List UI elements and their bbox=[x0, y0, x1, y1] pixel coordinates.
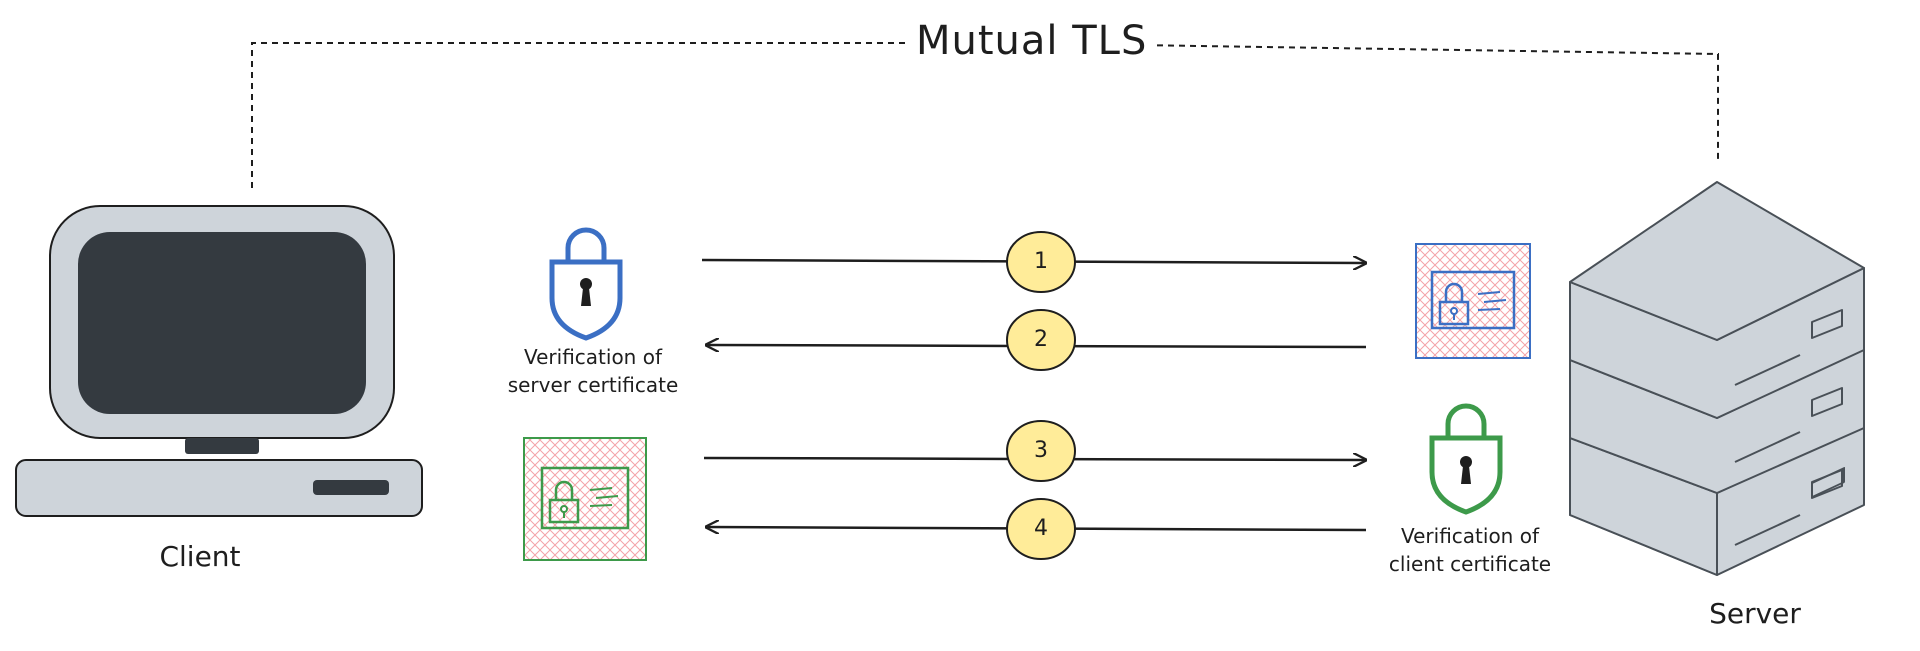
client-certificate-icon bbox=[523, 437, 647, 561]
server-stack-icon bbox=[1569, 181, 1865, 576]
diagram-title: Mutual TLS bbox=[908, 18, 1156, 64]
verification-client-label: Verification of client certificate bbox=[1370, 522, 1570, 578]
client-label: Client bbox=[159, 540, 241, 573]
step-circle-3 bbox=[1006, 420, 1076, 482]
step-number-1: 1 bbox=[1034, 249, 1048, 274]
step-number-3: 3 bbox=[1034, 438, 1048, 463]
step-number-2: 2 bbox=[1034, 327, 1048, 352]
lock-green-icon bbox=[1429, 403, 1503, 515]
verification-client-line1: Verification of bbox=[1400, 524, 1539, 548]
server-certificate-icon bbox=[1415, 243, 1531, 359]
mutual-tls-bracket bbox=[251, 42, 1719, 188]
verification-client-line2: client certificate bbox=[1388, 552, 1552, 576]
step-number-4: 4 bbox=[1034, 516, 1048, 541]
server-label: Server bbox=[1709, 597, 1801, 630]
step-circle-1 bbox=[1006, 231, 1076, 293]
step-circle-2 bbox=[1006, 309, 1076, 371]
step-circle-4 bbox=[1006, 498, 1076, 560]
verification-server-label: Verification of server certificate bbox=[488, 343, 698, 399]
verification-server-line2: server certificate bbox=[507, 373, 679, 397]
client-computer-icon bbox=[15, 205, 423, 517]
lock-blue-icon bbox=[549, 227, 623, 341]
verification-server-line1: Verification of bbox=[523, 345, 662, 369]
